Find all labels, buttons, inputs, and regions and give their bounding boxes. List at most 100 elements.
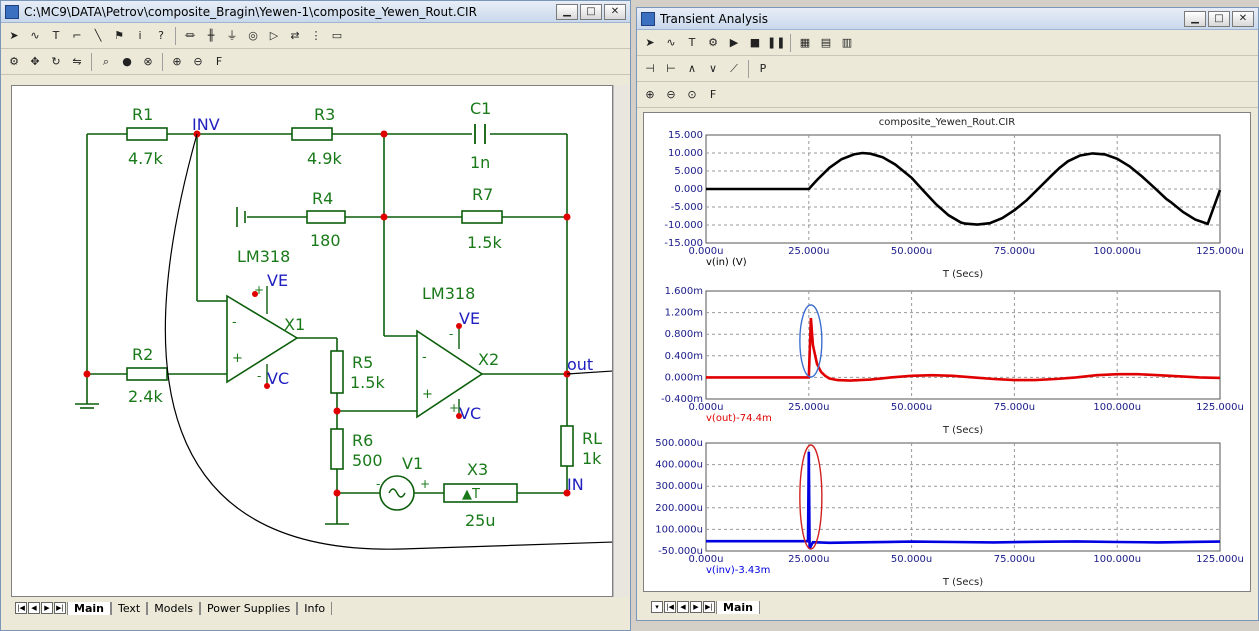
plot-frame[interactable] <box>705 290 1221 400</box>
tab-last-icon[interactable]: ▶| <box>703 601 715 613</box>
find-icon[interactable]: ⌕ <box>102 54 110 68</box>
maximize-button[interactable]: □ <box>580 3 602 20</box>
analysis-toolbar-3: ⊕ ⊖ ⊙ F <box>637 82 1258 108</box>
x2-inverting: - <box>422 350 427 365</box>
resistor-r3[interactable] <box>291 127 333 141</box>
text-tool-icon[interactable]: T <box>52 28 60 42</box>
delay-symbol: ▲T <box>462 487 480 502</box>
tab-main[interactable]: Main <box>716 600 760 614</box>
y-tick-label: 0.000m <box>665 372 703 383</box>
diagonal-wire-icon[interactable]: ╲ <box>94 28 102 42</box>
delay-x3[interactable] <box>443 483 518 503</box>
grid-icon[interactable]: ⋮ <box>310 28 322 42</box>
capacitor-icon[interactable]: ╫ <box>207 28 215 42</box>
resistor-r1[interactable] <box>126 127 168 141</box>
zoom-out-icon[interactable]: ⊖ <box>193 54 203 68</box>
tab-last-icon[interactable]: ▶| <box>54 602 66 614</box>
x-tick-label: 0.000u <box>689 554 724 565</box>
move-icon[interactable]: ✥ <box>30 54 40 68</box>
trace-v-out[interactable] <box>706 317 1221 382</box>
switch-icon[interactable]: ⇄ <box>290 28 300 42</box>
zoom-in-icon[interactable]: ⊕ <box>172 54 182 68</box>
help-icon[interactable]: ? <box>158 28 164 42</box>
minimize-button[interactable]: ▁ <box>556 3 578 20</box>
pause-icon[interactable]: ❚❚ <box>767 35 786 49</box>
resistor-r6[interactable] <box>330 428 344 470</box>
resistor-r2[interactable] <box>126 367 168 381</box>
cancel-icon[interactable]: ⊗ <box>143 54 153 68</box>
minimize-button[interactable]: ▁ <box>1184 10 1206 27</box>
r4-value: 180 <box>310 231 341 250</box>
tab-power-supplies[interactable]: Power Supplies <box>200 601 298 615</box>
source-icon[interactable]: ◎ <box>248 28 258 42</box>
transient-titlebar[interactable]: Transient Analysis ▁ □ ✕ <box>637 8 1258 30</box>
diode-icon[interactable]: ▷ <box>269 28 279 42</box>
schematic-canvas[interactable]: R1 4.7k R3 4.9k C1 1n R4 180 R7 1.5k LM3… <box>11 85 645 597</box>
tab-down-icon[interactable]: ▾ <box>651 601 663 613</box>
window-icon[interactable]: ▭ <box>331 28 343 42</box>
select-arrow-icon[interactable]: ➤ <box>9 28 19 42</box>
tab-models[interactable]: Models <box>147 601 200 615</box>
ground-icon[interactable]: ⏚ <box>226 28 238 42</box>
valley-icon[interactable]: ∨ <box>708 61 718 75</box>
x-axis-label: T (Secs) <box>942 425 983 436</box>
y-tick-label: 1.600m <box>665 286 703 297</box>
zoom-in-icon[interactable]: ⊕ <box>645 87 655 101</box>
properties-icon[interactable]: ⚙ <box>9 54 19 68</box>
x1-model: LM318 <box>237 247 290 266</box>
cursor-left-icon[interactable]: ⊣ <box>645 61 655 75</box>
transient-title: Transient Analysis <box>660 11 768 26</box>
schematic-titlebar[interactable]: C:\MC9\DATA\Petrov\composite_Bragin\Yewe… <box>1 1 630 23</box>
slope-icon[interactable]: ⟋ <box>730 61 738 75</box>
ortho-wire-icon[interactable]: ⌐ <box>72 28 82 42</box>
font-icon[interactable]: F <box>709 87 717 101</box>
close-button[interactable]: ✕ <box>604 3 626 20</box>
resistor-r7[interactable] <box>461 210 503 224</box>
opamp-x2[interactable] <box>416 329 484 419</box>
tab-first-icon[interactable]: |◀ <box>664 601 676 613</box>
tab-prev-icon[interactable]: ◀ <box>28 602 40 614</box>
wire-tool-icon[interactable]: ∿ <box>666 35 676 49</box>
cursor-right-icon[interactable]: ⊢ <box>666 61 676 75</box>
text-tool-icon[interactable]: T <box>688 35 696 49</box>
tab-prev-icon[interactable]: ◀ <box>677 601 689 613</box>
rotate-icon[interactable]: ↻ <box>51 54 61 68</box>
trace-v-inv[interactable] <box>706 451 1221 550</box>
zoom-fit-icon[interactable]: ⊙ <box>687 87 697 101</box>
tab-main[interactable]: Main <box>67 601 111 615</box>
schematic-vscroll[interactable] <box>613 85 629 597</box>
table-icon[interactable]: ▤ <box>820 35 832 49</box>
opamp-x1[interactable] <box>226 294 299 384</box>
tab-next-icon[interactable]: ▶ <box>41 602 53 614</box>
properties-icon[interactable]: ⚙ <box>708 35 718 49</box>
stop-icon[interactable]: ● <box>122 54 132 68</box>
select-arrow-icon[interactable]: ➤ <box>645 35 655 49</box>
layout-icon[interactable]: ▥ <box>841 35 853 49</box>
mirror-icon[interactable]: ⇋ <box>72 54 82 68</box>
stop-icon[interactable]: ■ <box>749 35 761 49</box>
tab-first-icon[interactable]: |◀ <box>15 602 27 614</box>
resistor-r4[interactable] <box>306 210 346 224</box>
flag-icon[interactable]: ⚑ <box>114 28 124 42</box>
maximize-button[interactable]: □ <box>1208 10 1230 27</box>
tab-next-icon[interactable]: ▶ <box>690 601 702 613</box>
run-icon[interactable]: ▶ <box>729 35 739 49</box>
grid-icon[interactable]: ▦ <box>799 35 811 49</box>
zoom-out-icon[interactable]: ⊖ <box>666 87 676 101</box>
tab-text[interactable]: Text <box>110 601 148 615</box>
info-icon[interactable]: i <box>138 28 142 42</box>
wire-tool-icon[interactable]: ∿ <box>30 28 40 42</box>
tab-info[interactable]: Info <box>297 601 333 615</box>
resistor-rl[interactable] <box>560 425 574 467</box>
peak-icon[interactable]: ∧ <box>687 61 697 75</box>
plot-frame[interactable] <box>705 442 1221 552</box>
font-icon[interactable]: F <box>215 54 223 68</box>
r2-value: 2.4k <box>128 387 163 406</box>
resistor-r5[interactable] <box>330 350 344 394</box>
label-icon[interactable]: P <box>759 61 767 75</box>
close-button[interactable]: ✕ <box>1232 10 1254 27</box>
trace-v-in[interactable] <box>706 151 1222 226</box>
capacitor-c1[interactable] <box>474 124 486 144</box>
resistor-icon[interactable]: ⏛ <box>184 28 196 42</box>
